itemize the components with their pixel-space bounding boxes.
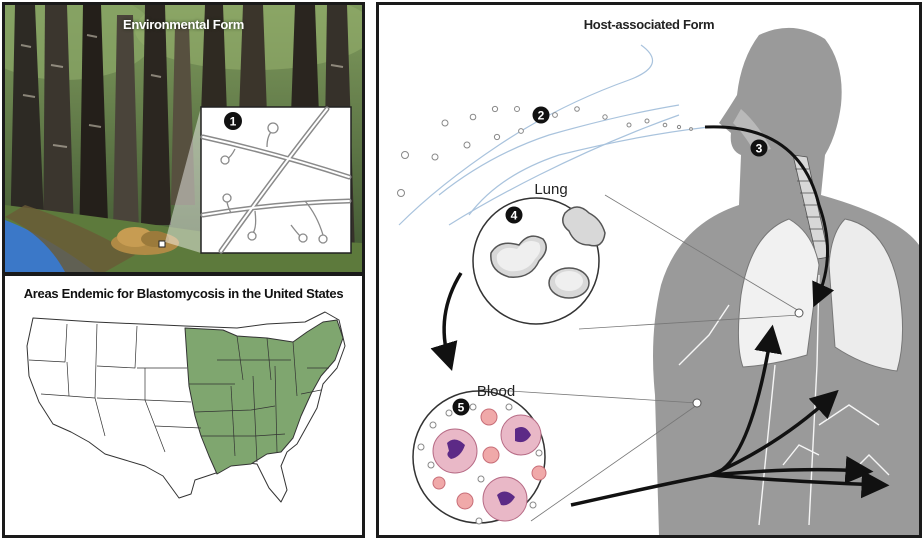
spread-arrows: [570, 324, 890, 507]
host-diagram: 2 3 4 L: [397, 27, 919, 535]
environmental-form-title: Environmental Form: [122, 17, 244, 32]
right-lung: [828, 218, 904, 372]
step-1-badge: 1: [230, 115, 237, 129]
blood-label: Blood: [477, 383, 515, 400]
step-2-badge: 2: [538, 109, 545, 123]
lung-zoom-point: [794, 308, 804, 318]
host-form-panel: 2 3 4 L: [376, 2, 922, 538]
dissemination-arrow: [430, 272, 463, 372]
trachea: [792, 154, 830, 260]
lung-inset: 4 Lung: [472, 181, 606, 325]
lung-label: Lung: [534, 181, 567, 198]
inhalation-arrow: [704, 125, 835, 308]
endemic-map-title: Areas Endemic for Blastomycosis in the U…: [23, 286, 344, 301]
blood-inset: 5 Blood: [412, 383, 547, 525]
mycelium-inset: 1: [200, 106, 352, 254]
step-3-badge: 3: [756, 142, 763, 156]
blood-zoom-point: [692, 398, 702, 408]
airflow: [398, 44, 710, 226]
host-form-title: Host-associated Form: [583, 17, 715, 32]
endemic-map-panel: Areas Endemic for Blastomycosis in the U…: [2, 273, 365, 538]
forest-scene: 1: [5, 5, 362, 272]
step-5-badge: 5: [458, 401, 465, 415]
step-badges: 2 3: [532, 106, 768, 157]
environmental-form-panel: 1 Environmental Form: [2, 2, 365, 275]
spores: [397, 105, 693, 197]
leaf-litter: [111, 227, 179, 255]
us-map: [26, 311, 346, 503]
step-4-badge: 4: [511, 209, 518, 223]
